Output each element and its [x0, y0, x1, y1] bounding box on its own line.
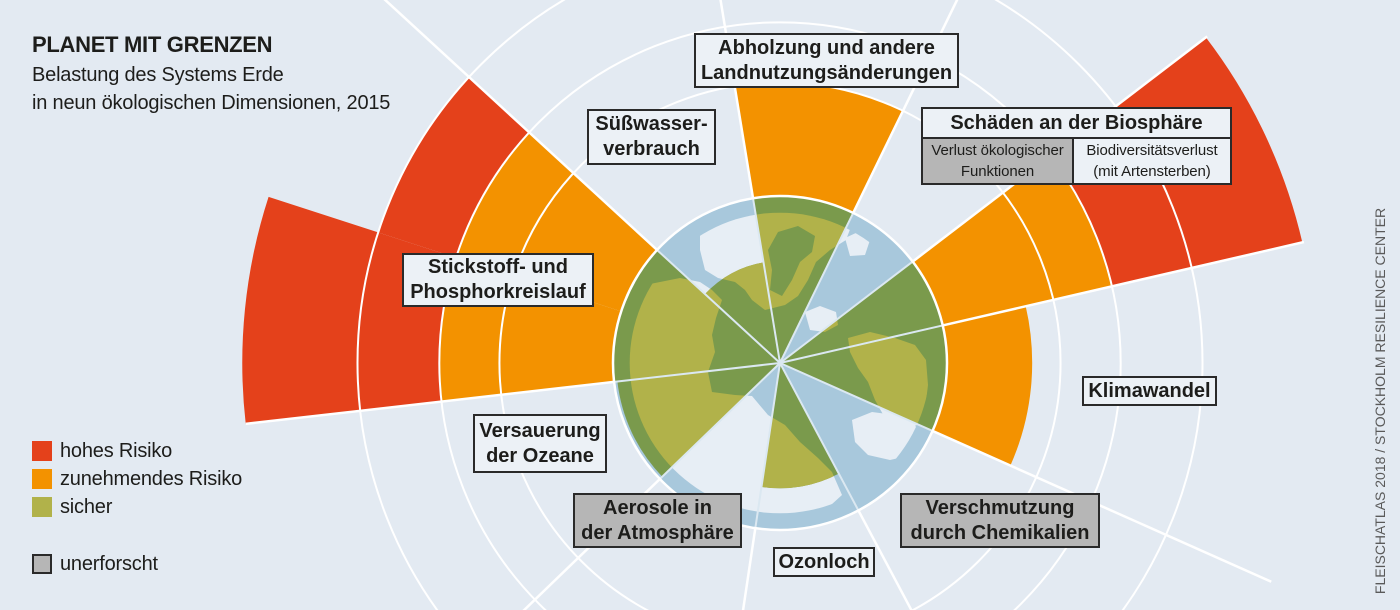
label-freshwater: Süßwasser- verbrauch [587, 109, 716, 165]
legend-swatch-safe [32, 497, 52, 517]
label-biosphere-header: Schäden an der Biosphäre [923, 109, 1230, 139]
label-line: Stickstoff- und [428, 256, 568, 278]
legend-swatch-increasing-risk [32, 469, 52, 489]
label-ozone: Ozonloch [773, 547, 875, 577]
label-land-use: Abholzung und andere Landnutzungsänderun… [694, 33, 959, 88]
label-line: Landnutzungsänderungen [700, 61, 953, 84]
globe-divider [779, 260, 914, 364]
label-aerosols: Aerosole in der Atmosphäre [573, 493, 742, 548]
globe-divider [659, 362, 781, 480]
globe-divider [779, 212, 855, 364]
label-biosphere: Schäden an der Biosphäre Verlust ökologi… [921, 107, 1232, 185]
wedge-land-use-increasing-risk [734, 82, 903, 213]
legend-label: unerforscht [60, 553, 158, 575]
globe-divider [779, 362, 860, 511]
label-ocean-acidification: Versauerung der Ozeane [473, 414, 607, 473]
label-line: Funktionen [960, 163, 1035, 180]
label-biosphere-functional: Verlust ökologischer Funktionen [923, 139, 1074, 183]
label-line: Ozonloch [778, 551, 870, 573]
globe-divider [752, 198, 781, 364]
boundary-ring [356, 0, 1204, 610]
globe-divider [779, 362, 933, 432]
wedge-climate-increasing-risk [932, 306, 1033, 466]
label-line: Abholzung und andere [718, 36, 935, 59]
sector-spoke [857, 509, 913, 610]
globe-divider [754, 362, 781, 529]
legend-swatch-high-risk [32, 441, 52, 461]
label-line: Aerosole in [603, 496, 712, 519]
legend-label: hohes Risiko [60, 440, 173, 462]
label-biogeochemical: Stickstoff- und Phosphorkreislauf [402, 253, 594, 307]
wedge-biosphere-genetic-increasing-risk [912, 156, 1112, 326]
sector-spoke [741, 527, 757, 610]
label-climate: Klimawandel [1082, 376, 1217, 406]
legend-item-high-risk: hohes Risiko [32, 441, 172, 461]
subtitle-line-2: in neun ökologischen Dimensionen, 2015 [32, 92, 391, 114]
label-line: der Ozeane [486, 444, 594, 467]
label-biosphere-genetic: Biodiversitätsverlust (mit Artensterben) [1074, 139, 1230, 183]
legend-item-increasing-risk: zunehmendes Risiko [32, 469, 242, 489]
chart-title: PLANET MIT GRENZEN [32, 32, 273, 57]
legend-item-unexplored: unerforscht [32, 554, 158, 574]
label-line: durch Chemikalien [910, 521, 1090, 544]
sector-spoke [942, 240, 1305, 327]
wedge-biogeochemical-b-high-risk [378, 77, 530, 258]
label-line: Klimawandel [1088, 380, 1211, 402]
sector-spoke [719, 0, 755, 199]
globe-illustration [611, 194, 949, 532]
globe-dividers [613, 198, 943, 529]
label-line: Biodiversitätsverlust [1086, 142, 1218, 159]
legend-swatch-unexplored [32, 554, 52, 574]
globe-divider [779, 324, 943, 364]
sector-spoke [383, 0, 658, 251]
subtitle-line-1: Belastung des Systems Erde [32, 64, 284, 86]
source-credit: FLEISCHATLAS 2018 / STOCKHOLM RESILIENCE… [1372, 207, 1388, 595]
sector-spoke [245, 380, 615, 426]
label-line: Verschmutzung [925, 496, 1075, 519]
legend-item-safe: sicher [32, 497, 112, 517]
label-line: Süßwasser- [595, 113, 708, 135]
label-line: Verlust ökologischer [931, 142, 1064, 159]
label-line: Phosphorkreislauf [410, 281, 586, 303]
label-line: der Atmosphäre [581, 521, 734, 544]
legend-label: sicher [60, 496, 113, 518]
globe-divider [656, 249, 781, 364]
legend-label: zunehmendes Risiko [60, 468, 243, 490]
globe-outline [611, 194, 949, 532]
sector-spoke [932, 429, 1272, 583]
globe-divider [613, 362, 781, 383]
boundary-ring [438, 21, 1122, 610]
chart-subtitle: Belastung des Systems Erde in neun ökolo… [32, 61, 390, 117]
label-chemicals: Verschmutzung durch Chemikalien [900, 493, 1100, 548]
label-line: verbrauch [603, 138, 700, 160]
label-line: (mit Artensterben) [1093, 163, 1211, 180]
label-biosphere-parts: Verlust ökologischer Funktionen Biodiver… [923, 139, 1230, 183]
label-line: Versauerung [479, 419, 601, 442]
